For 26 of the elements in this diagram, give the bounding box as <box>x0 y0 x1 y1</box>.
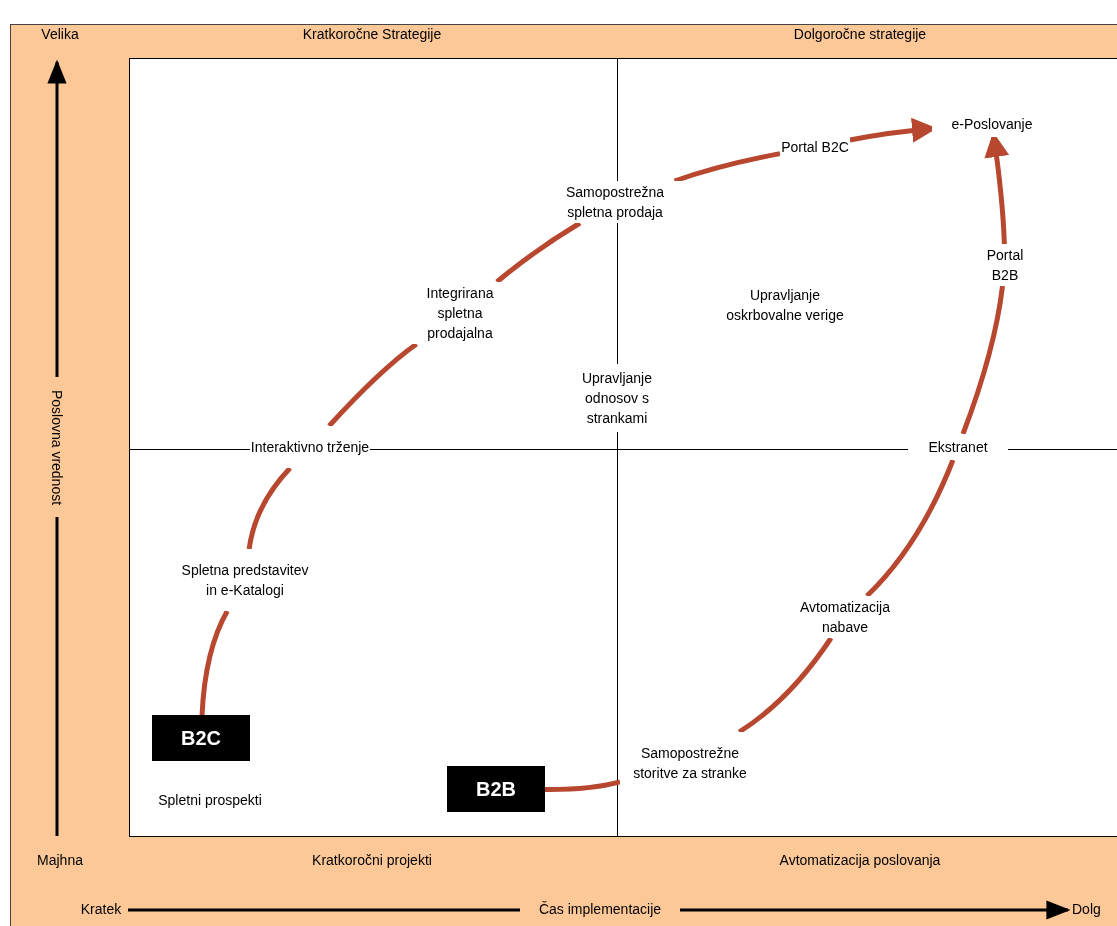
stage-label: Interaktivno trženje <box>250 426 370 468</box>
curved-connector <box>865 459 956 598</box>
stage-label: Spletna predstavitev in e-Katalogi <box>180 549 310 611</box>
segment-tag: B2B <box>447 766 545 812</box>
quadrant-heading: Kratkoročni projekti <box>311 851 433 870</box>
curved-connector <box>545 779 621 793</box>
quadrant-heading: Kratkoročne Strategije <box>301 25 443 44</box>
curved-connector <box>673 151 781 184</box>
curved-connector <box>199 609 230 716</box>
area-label: Spletni prospekti <box>157 791 263 810</box>
quadrant-heading: Dolgoročne strategije <box>792 25 928 44</box>
segment-tag: B2C <box>152 715 250 761</box>
axis-title: Čas implementacije <box>520 899 680 919</box>
area-label: Upravljanje odnosov s strankami <box>580 369 653 428</box>
axis-end-label: Majhna <box>36 851 84 870</box>
axis-end-label: Kratek <box>79 900 123 919</box>
curved-connector <box>737 636 834 735</box>
curved-connector <box>960 285 1005 435</box>
quadrant-heading: Avtomatizacija poslovanja <box>778 851 942 870</box>
axis-end-label: Dolg <box>1072 900 1102 919</box>
curved-connector <box>327 342 418 428</box>
area-label: Upravljanje oskrbovalne verige <box>725 286 845 325</box>
axis-title: Poslovna vrednost <box>49 377 65 517</box>
stage-label: Ekstranet <box>908 434 1008 460</box>
axis-end-label: Velika <box>40 25 80 44</box>
curved-connector <box>246 466 292 550</box>
